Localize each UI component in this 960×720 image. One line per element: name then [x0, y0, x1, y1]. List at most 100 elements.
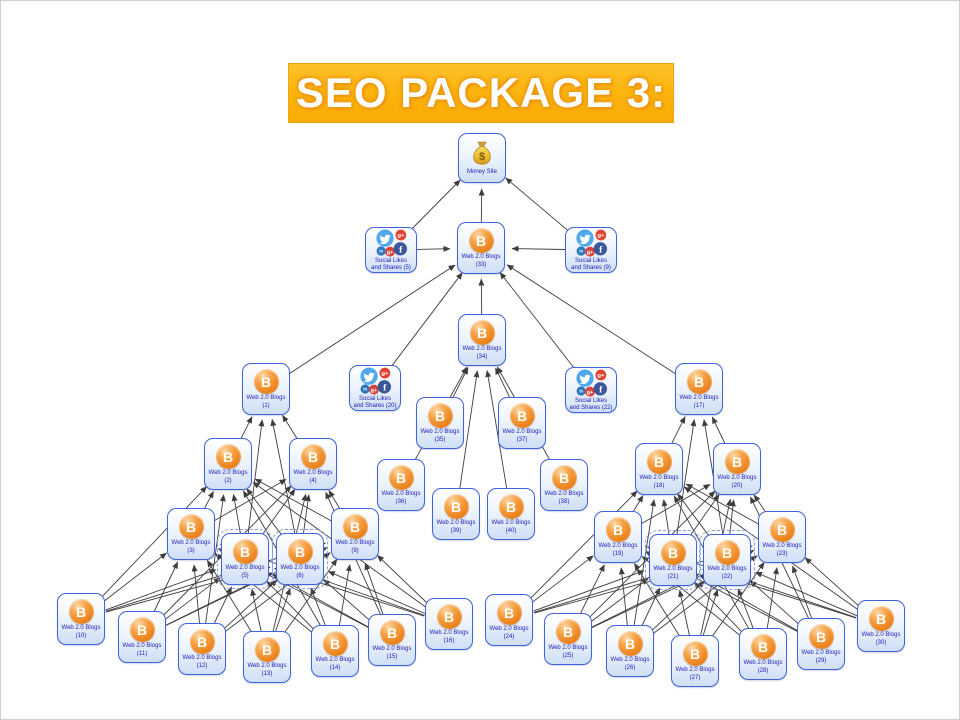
node-label: Web 2.0 Blogs [462, 346, 502, 352]
node-label: Web 2.0 Blogs [639, 475, 679, 481]
svg-text:g+: g+ [386, 249, 392, 255]
edge-blogs25-blogs19 [578, 564, 605, 616]
node-blogs38[interactable]: B Web 2.0 Blogs (38) [540, 459, 588, 511]
node-number: (29) [815, 657, 827, 664]
node-social22[interactable]: g+ in g+ f Social Likes and Shares (22) [565, 367, 617, 413]
node-blogs3[interactable]: B Web 2.0 Blogs (3) [167, 508, 215, 560]
blogger-icon: B [436, 604, 462, 629]
edge-blogs4-blogs1 [282, 414, 300, 443]
node-number: (40) [505, 527, 517, 534]
edge-blogs13-blogs3 [206, 559, 254, 636]
node-number: (22) [721, 573, 733, 580]
blogger-icon: B [300, 444, 326, 469]
node-number: (39) [450, 527, 462, 534]
node-social9[interactable]: g+ in g+ f Social Likes and Shares (9) [565, 227, 617, 273]
svg-text:in: in [379, 248, 383, 253]
node-blogs13[interactable]: B Web 2.0 Blogs (13) [243, 631, 291, 683]
edge-blogs37-blogs34 [495, 367, 512, 400]
node-blogs34[interactable]: B Web 2.0 Blogs (34) [458, 314, 506, 366]
blogger-icon: B [189, 629, 215, 654]
node-blogs18[interactable]: B Web 2.0 Blogs (18) [635, 443, 683, 495]
node-blogs40[interactable]: B Web 2.0 Blogs (40) [487, 488, 535, 540]
edge-blogs29-blogs22 [749, 580, 802, 628]
node-label: Web 2.0 Blogs [491, 520, 531, 526]
blogger-icon: B [427, 403, 453, 428]
node-blogs33[interactable]: B Web 2.0 Blogs (33) [457, 222, 505, 274]
node-label: Web 2.0 Blogs [225, 565, 265, 571]
edge-blogs24-blogs21 [533, 570, 645, 612]
node-blogs16[interactable]: B Web 2.0 Blogs (16) [425, 598, 473, 650]
node-blogs28[interactable]: B Web 2.0 Blogs (28) [739, 628, 787, 680]
node-blogs10[interactable]: B Web 2.0 Blogs (10) [57, 593, 105, 645]
node-number: (30) [875, 639, 887, 646]
edge-blogs27-blogs22 [702, 589, 719, 637]
node-social5[interactable]: g+ in g+ f Social Likes and Shares (5) [365, 227, 417, 273]
node-blogs6[interactable]: B Web 2.0 Blogs (6) [272, 529, 328, 589]
blogger-icon: B [724, 449, 750, 474]
edge-blogs6-blogs1 [270, 418, 296, 534]
node-blogs1[interactable]: B Web 2.0 Blogs (1) [242, 363, 290, 415]
googleplus-icon [594, 369, 606, 380]
edge-blogs30-blogs23 [804, 557, 863, 609]
node-label: Web 2.0 Blogs [208, 470, 248, 476]
twitter-bird [363, 372, 375, 382]
blogger-icon: B [287, 539, 313, 564]
node-money[interactable]: $ Money Site [458, 133, 506, 183]
blogger-icon: B [714, 540, 740, 565]
node-number: (4) [309, 477, 317, 484]
node-blogs5[interactable]: B Web 2.0 Blogs (5) [217, 529, 273, 589]
node-number: (27) [689, 674, 701, 681]
node-blogs20[interactable]: B Web 2.0 Blogs (20) [713, 443, 761, 495]
node-blogs14[interactable]: B Web 2.0 Blogs (14) [311, 625, 359, 677]
node-blogs35[interactable]: B Web 2.0 Blogs (35) [416, 397, 464, 449]
node-blogs2[interactable]: B Web 2.0 Blogs (2) [204, 438, 252, 490]
edge-blogs5-blogs2 [231, 494, 241, 534]
edge-blogs11-blogs3 [152, 561, 179, 614]
node-blogs26[interactable]: B Web 2.0 Blogs (26) [606, 625, 654, 677]
node-blogs37[interactable]: B Web 2.0 Blogs (37) [498, 397, 546, 449]
node-blogs21[interactable]: B Web 2.0 Blogs (21) [645, 530, 701, 590]
node-label: Web 2.0 Blogs [420, 429, 460, 435]
blogger-icon: B [605, 517, 631, 542]
node-number: (5) [241, 572, 249, 579]
node-blogs27[interactable]: B Web 2.0 Blogs (27) [671, 635, 719, 687]
node-label: Social Likes [358, 395, 391, 402]
node-blogs25[interactable]: B Web 2.0 Blogs (25) [544, 613, 592, 665]
blogger-icon: B [509, 403, 535, 428]
node-blogs29[interactable]: B Web 2.0 Blogs (29) [797, 618, 845, 670]
edge-blogs39-blogs34 [459, 370, 480, 489]
node-blogs30[interactable]: B Web 2.0 Blogs (30) [857, 600, 905, 652]
edge-blogs6-blogs4 [303, 494, 311, 534]
blogger-icon: B [342, 514, 368, 539]
node-number: (36) [395, 498, 407, 505]
edge-blogs30-blogs22 [755, 571, 858, 617]
node-blogs23[interactable]: B Web 2.0 Blogs (23) [758, 511, 806, 563]
node-social20[interactable]: g+ in g+ f Social Likes and Shares (20) [349, 365, 401, 411]
title-banner: SEO PACKAGE 3: [288, 63, 674, 123]
node-blogs22[interactable]: B Web 2.0 Blogs (22) [699, 530, 755, 590]
edge-blogs28-blogs23 [766, 567, 779, 629]
social-icons-cluster: g+ in g+ f [359, 367, 392, 395]
node-blogs4[interactable]: B Web 2.0 Blogs (4) [289, 438, 337, 490]
node-blogs12[interactable]: B Web 2.0 Blogs (12) [178, 623, 226, 675]
edge-social9-money [505, 177, 572, 234]
node-blogs11[interactable]: B Web 2.0 Blogs (11) [118, 611, 166, 663]
node-blogs36[interactable]: B Web 2.0 Blogs (36) [377, 459, 425, 511]
blogger-icon: B [682, 641, 708, 666]
facebook-icon [593, 381, 607, 395]
node-blogs17[interactable]: B Web 2.0 Blogs (17) [675, 363, 723, 415]
blogger-icon: B [232, 539, 258, 564]
edge-blogs24-blogs19 [529, 555, 594, 605]
node-label: Web 2.0 Blogs [610, 657, 650, 663]
blogger-icon: B [129, 617, 155, 642]
node-blogs24[interactable]: B Web 2.0 Blogs (24) [485, 594, 533, 646]
node-label: Web 2.0 Blogs [544, 491, 584, 497]
node-blogs19[interactable]: B Web 2.0 Blogs (19) [594, 511, 642, 563]
node-label: Web 2.0 Blogs [598, 543, 638, 549]
node-blogs9[interactable]: B Web 2.0 Blogs (9) [331, 508, 379, 560]
edge-blogs13-blogs6 [274, 587, 291, 633]
node-label: Web 2.0 Blogs [436, 520, 476, 526]
node-blogs39[interactable]: B Web 2.0 Blogs (39) [432, 488, 480, 540]
node-blogs15[interactable]: B Web 2.0 Blogs (15) [368, 614, 416, 666]
edge-blogs21-blogs17 [676, 419, 697, 535]
